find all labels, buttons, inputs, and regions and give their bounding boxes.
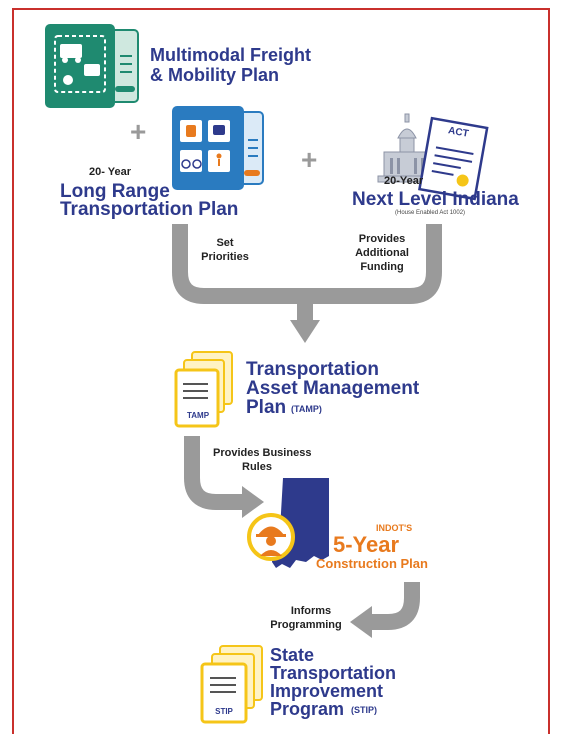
tamp-title-line2: Asset Management — [246, 378, 420, 399]
stip-title-line3: Improvement — [270, 681, 384, 701]
plus-sign-right: + — [301, 144, 318, 175]
stip-title-line2: Transportation — [270, 663, 397, 683]
stip-title-line1: State — [270, 645, 315, 665]
stip-document-icon — [200, 645, 263, 724]
informs-arrow — [370, 582, 420, 630]
long-range-title-line2: Transportation Plan — [60, 199, 239, 220]
informs-label-1: Informs — [290, 605, 332, 617]
informs-label-2: Programming — [270, 619, 342, 631]
stip-doc-label: STIP — [215, 707, 233, 716]
set-priorities-label-1: Set — [216, 237, 234, 249]
down-arrowhead — [290, 320, 320, 343]
tamp-title-line3: Plan — [246, 397, 287, 418]
next-level-years: 20-Year — [384, 175, 424, 187]
stip-abbr: (STIP) — [351, 705, 377, 715]
freight-plan-icon — [45, 24, 139, 108]
business-rules-label-1: Provides Business — [213, 447, 312, 459]
tamp-abbr: (TAMP) — [291, 404, 322, 414]
funding-label-3: Funding — [360, 261, 404, 273]
business-rules-arrow — [184, 436, 244, 510]
tamp-title-line1: Transportation — [246, 359, 380, 380]
tamp-document-icon — [174, 351, 233, 428]
construction-owner: INDOT'S — [376, 523, 413, 533]
next-level-subtitle: (House Enabled Act 1002) — [395, 210, 466, 216]
next-level-title: Next Level Indiana — [352, 189, 519, 210]
long-range-years: 20- Year — [89, 166, 132, 178]
set-priorities-label-2: Priorities — [201, 251, 249, 263]
tamp-doc-label: TAMP — [186, 411, 210, 420]
plus-sign-left: + — [130, 116, 147, 147]
long-range-plan-icon — [172, 106, 264, 190]
stip-title-line4: Program — [270, 699, 345, 719]
capitol-act-icon — [377, 113, 489, 201]
business-rules-label-2: Rules — [242, 461, 272, 473]
funding-label-2: Additional — [355, 247, 409, 259]
construction-subtitle: Construction Plan — [316, 556, 428, 571]
construction-title: 5-Year — [333, 532, 400, 557]
freight-title-line1: Multimodal Freight — [150, 45, 311, 65]
funding-label-1: Provides — [358, 233, 406, 245]
freight-title-line2: & Mobility Plan — [150, 65, 280, 85]
long-range-title-line1: Long Range — [60, 181, 170, 202]
worker-icon — [247, 513, 295, 561]
